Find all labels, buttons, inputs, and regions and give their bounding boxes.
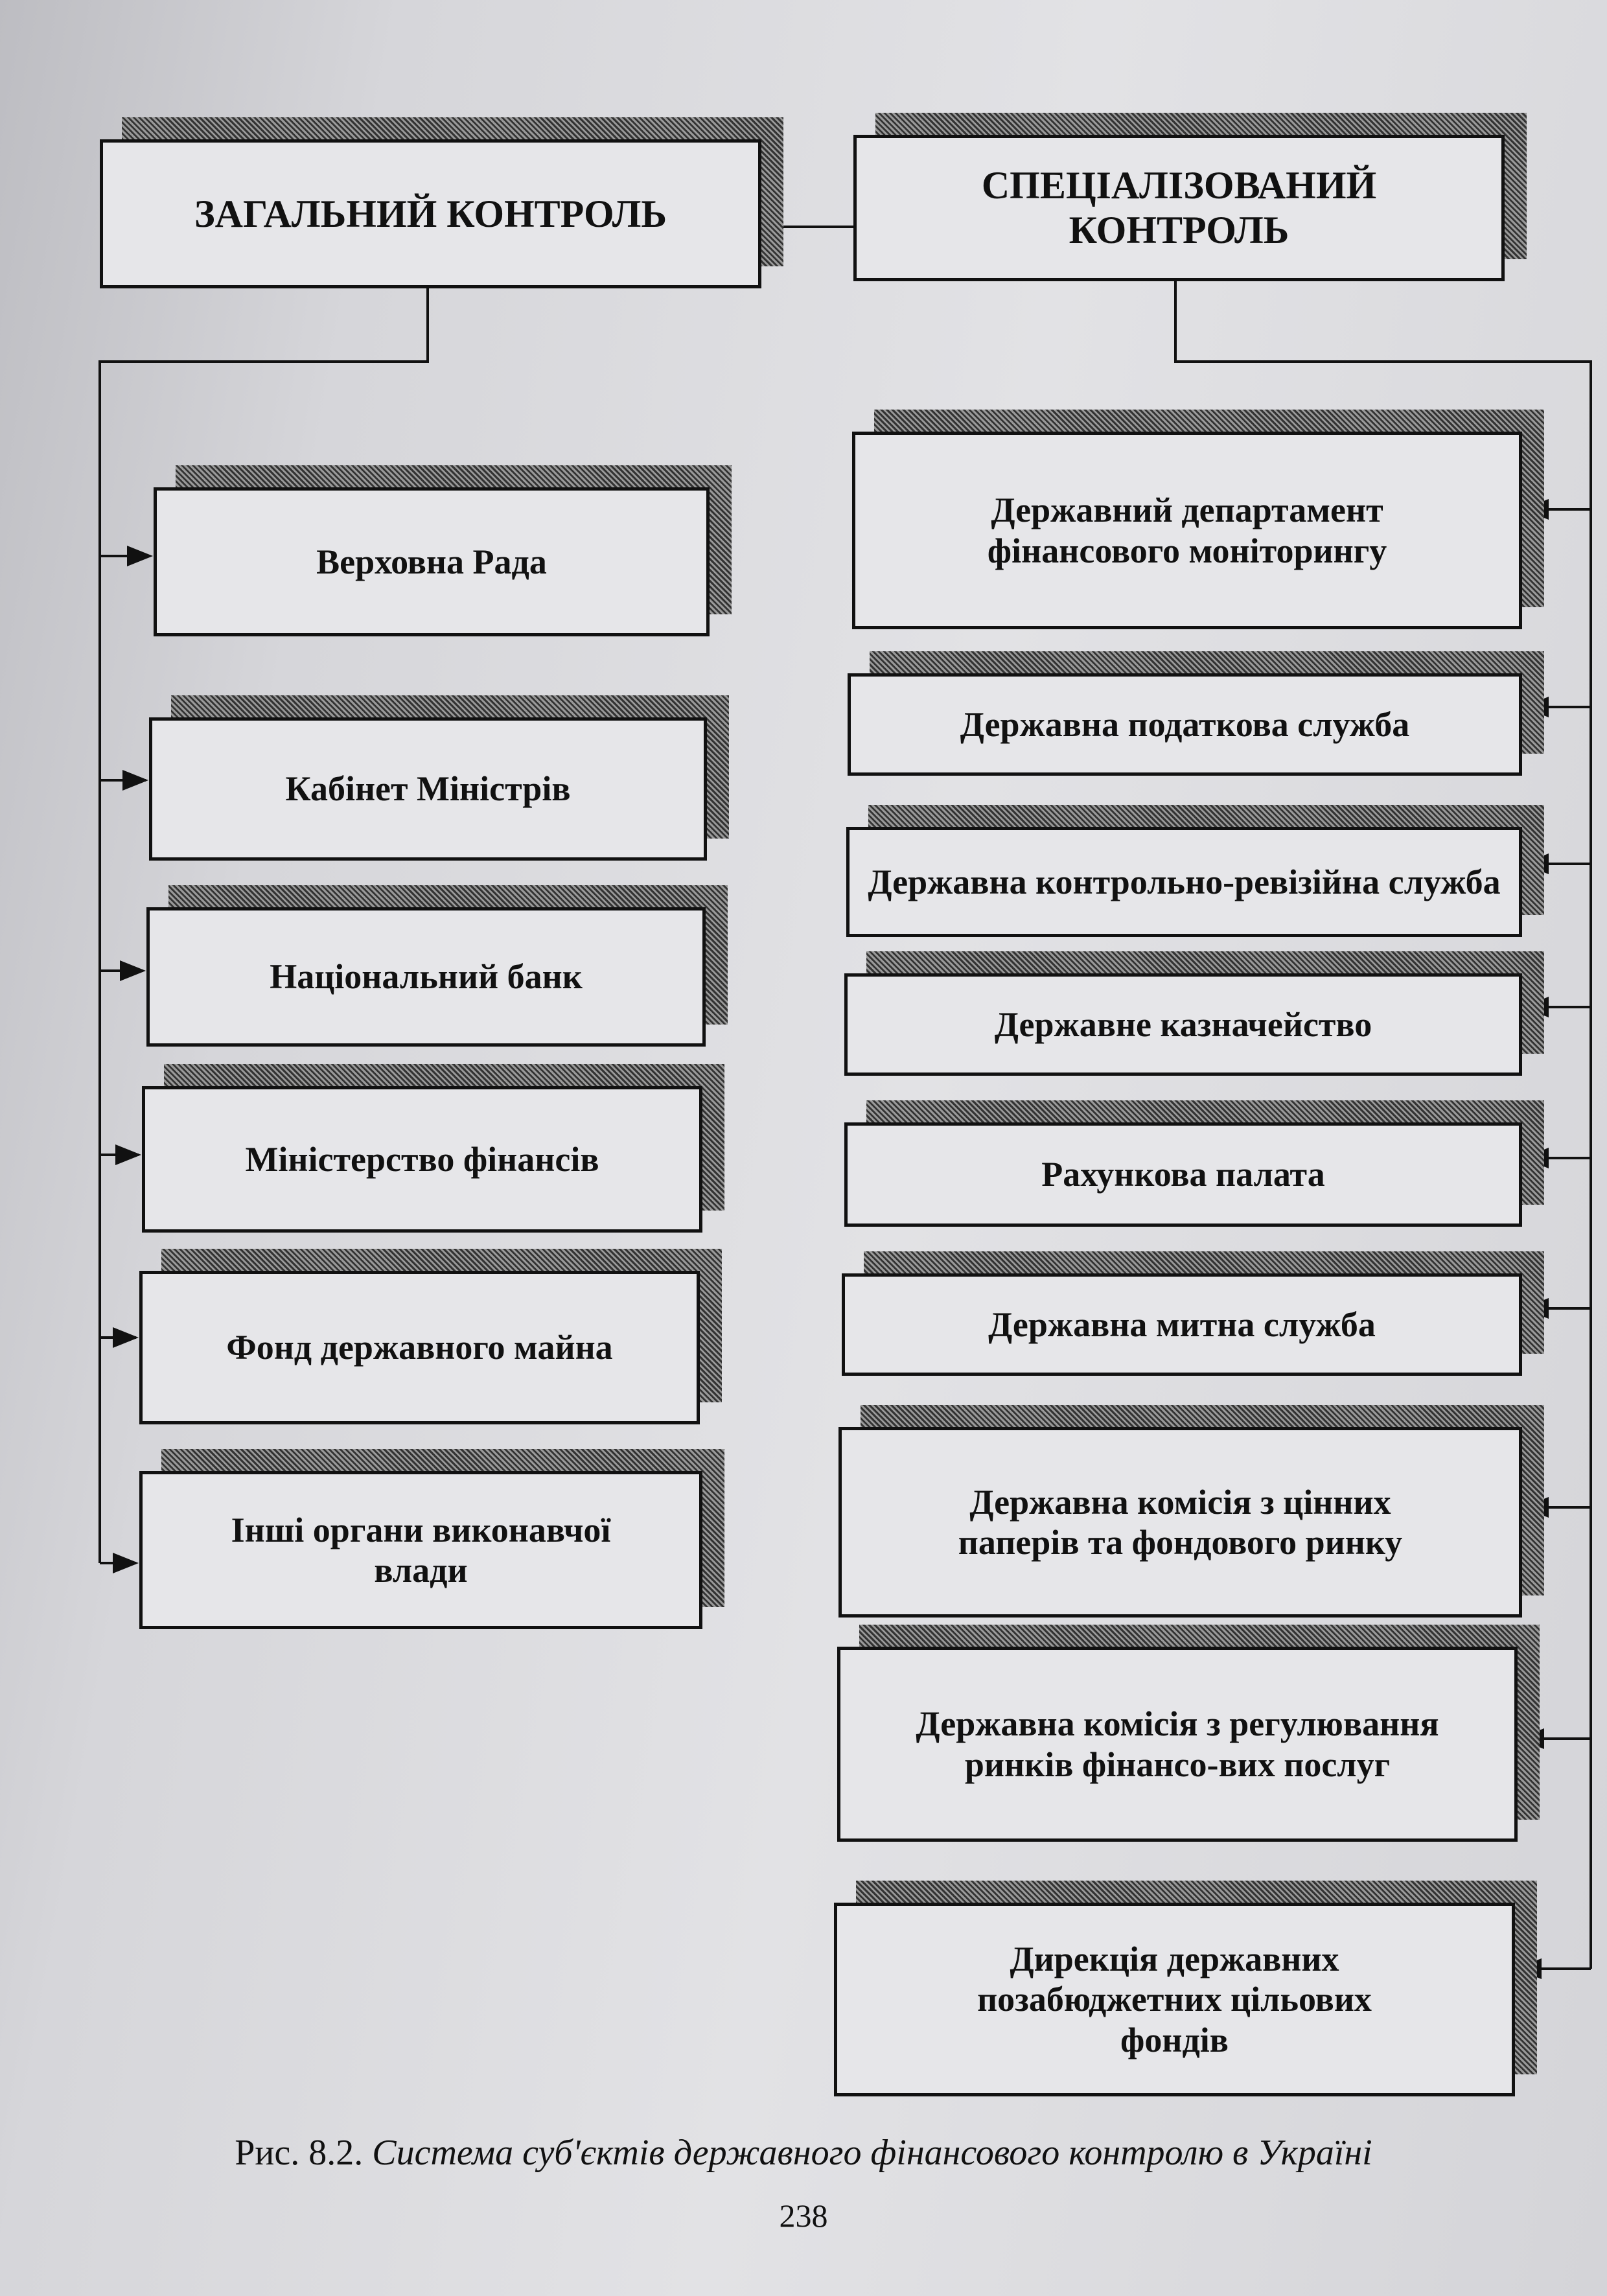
general-item-national-bank: Національний банк (146, 907, 706, 1047)
figure-caption: Рис. 8.2. Система суб'єктів державного ф… (0, 2132, 1607, 2174)
spec-item-accounting-chamber: Рахункова палата (844, 1122, 1522, 1227)
caption-text: Система суб'єктів державного фінансового… (372, 2133, 1372, 2173)
spec-item-financial-monitoring: Державний департамент фінансового моніто… (852, 432, 1522, 629)
general-item-other-executive: Інші органи виконавчої влади (139, 1471, 702, 1629)
spec-item-treasury: Державне казначейство (844, 973, 1522, 1076)
spec-item-tax-service: Державна податкова служба (848, 673, 1522, 776)
spec-item-customs: Державна митна служба (842, 1273, 1522, 1376)
page-number: 238 (779, 2197, 828, 2234)
caption-label: Рис. 8.2. (235, 2133, 364, 2173)
general-item-state-property-fund: Фонд державного майна (139, 1271, 700, 1424)
general-item-verkhovna-rada: Верховна Рада (154, 487, 710, 636)
spec-item-extrabudgetary-funds: Дирекція державних позабюджетних цільови… (834, 1903, 1515, 2096)
general-control-header: ЗАГАЛЬНИЙ КОНТРОЛЬ (100, 139, 761, 288)
spec-item-financial-services-commission: Державна комісія з регулювання ринків фі… (837, 1647, 1518, 1842)
general-item-cabinet: Кабінет Міністрів (149, 717, 707, 861)
general-item-ministry-finance: Міністерство фінансів (142, 1086, 702, 1233)
spec-item-securities-commission: Державна комісія з цінних паперів та фон… (838, 1427, 1522, 1618)
specialized-control-header: СПЕЦІАЛІЗОВАНИЙ КОНТРОЛЬ (853, 135, 1505, 281)
spec-item-audit-service: Державна контрольно-ревізійна служба (846, 827, 1522, 937)
